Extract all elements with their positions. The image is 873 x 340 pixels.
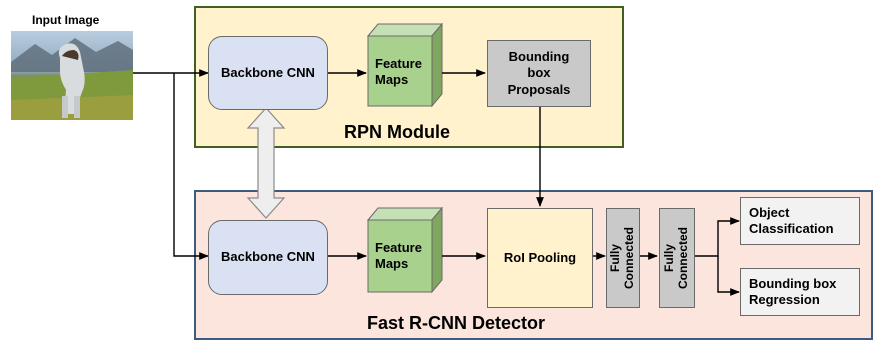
fast-rcnn-title: Fast R-CNN Detector: [367, 313, 546, 333]
fully-connected-2: Fully Connected: [659, 208, 695, 308]
fc1-line1: Fully: [608, 244, 623, 273]
fully-connected-1: Fully Connected: [606, 208, 640, 308]
rpn-feature-maps-label: Feature Maps: [375, 56, 422, 89]
classification-line1: Object: [749, 204, 790, 220]
fc1-label: Fully Connected: [608, 213, 637, 303]
fc1-line2: Connected: [622, 227, 636, 290]
rpn-feature-maps-line2: Maps: [375, 72, 409, 88]
bounding-box-proposals: Bounding box Proposals: [487, 40, 591, 107]
rpn-feature-maps-line1: Feature: [375, 56, 422, 71]
bounding-box-regression-output: Bounding box Regression: [740, 268, 860, 316]
fast-feature-maps-line2: Maps: [375, 256, 409, 272]
roi-pooling-label: RoI Pooling: [503, 249, 577, 265]
regression-line2: Regression: [749, 292, 820, 307]
proposals-line1: Bounding: [508, 49, 570, 65]
object-classification-output: Object Classification: [740, 197, 860, 245]
input-image-label: Input Image: [32, 13, 100, 27]
proposals-line2: box: [527, 65, 551, 81]
fast-feature-maps-line1: Feature: [375, 240, 422, 255]
rpn-backbone-label: Backbone CNN: [221, 64, 315, 80]
fc2-line1: Fully: [662, 244, 677, 273]
fast-feature-maps-label: Feature Maps: [375, 240, 422, 273]
roi-pooling: RoI Pooling: [487, 208, 593, 308]
fast-backbone-cnn: Backbone CNN: [208, 220, 328, 295]
input-image: [11, 31, 133, 120]
rpn-backbone-cnn: Backbone CNN: [208, 36, 328, 110]
rpn-module-title: RPN Module: [344, 122, 450, 142]
fast-backbone-label: Backbone CNN: [221, 249, 315, 265]
regression-line1: Bounding box: [749, 275, 837, 291]
classification-line2: Classification: [749, 221, 834, 236]
fc2-line2: Connected: [676, 227, 690, 290]
proposals-line3: Proposals: [507, 81, 571, 97]
fc2-label: Fully Connected: [662, 213, 691, 303]
